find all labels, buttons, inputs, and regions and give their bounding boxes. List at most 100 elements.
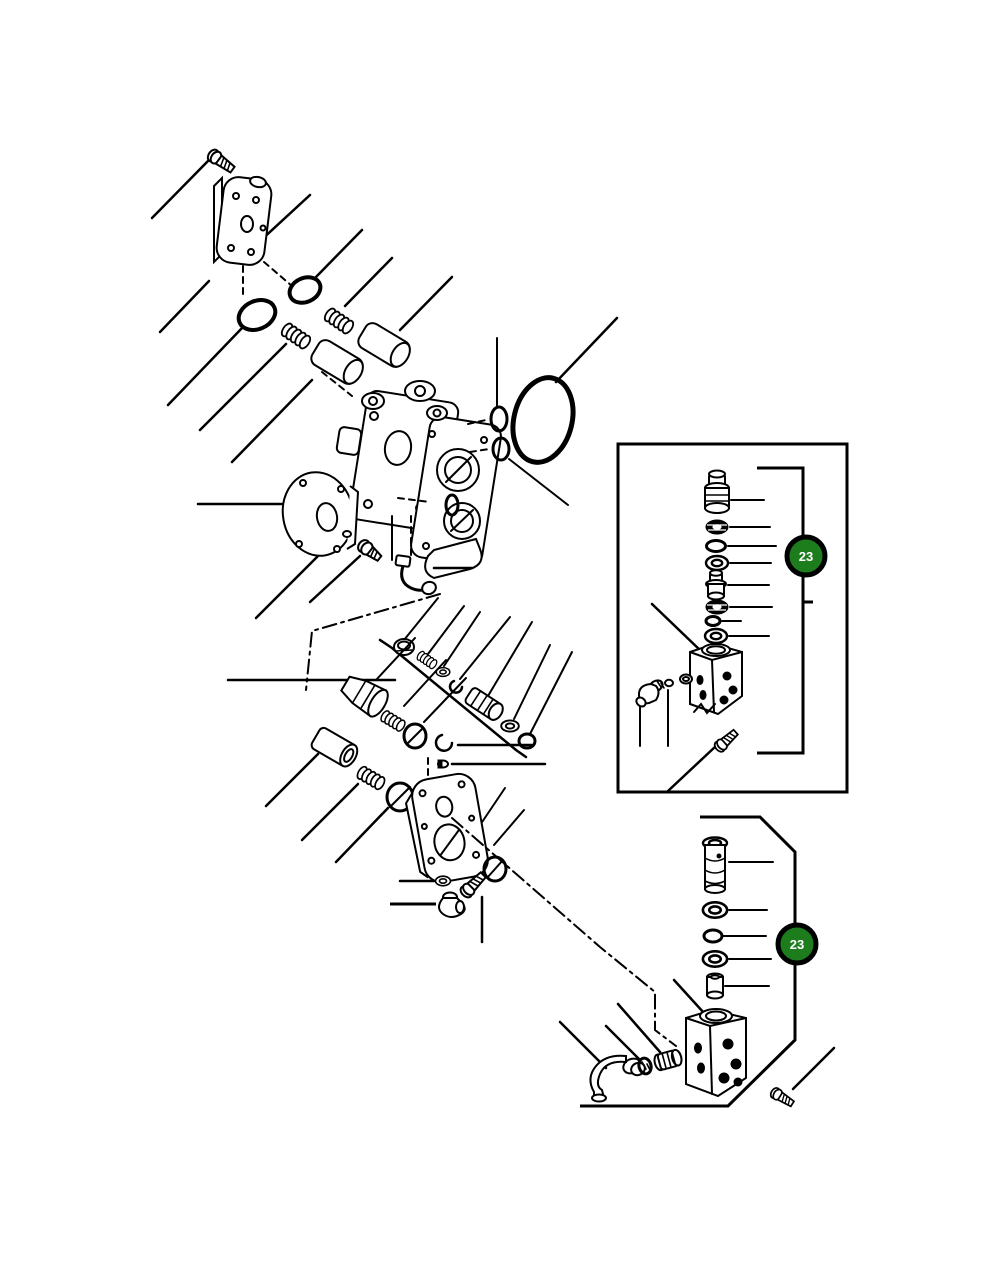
leader-line [487,621,533,697]
leader-line [166,325,245,407]
end-plate-cluster [390,757,677,1047]
alignment-dashes [469,448,490,453]
plug-icon [653,1048,683,1072]
middle-valve-row [226,593,573,759]
pump-housing-icon [335,380,502,580]
leader-line [554,316,619,384]
end-plate-icon [404,772,489,884]
leader-line [508,458,569,506]
ring-icon [704,615,722,627]
elbow-fitting-icon [635,679,665,708]
leader-line [604,1024,642,1062]
leader-line [343,256,394,308]
leader-line [375,637,416,681]
leader-line [616,1002,662,1054]
spool-icon [464,687,504,721]
port-o-ring-icon [489,405,509,433]
leader-line [558,1020,608,1070]
orifice-plug-icon [664,678,674,688]
end-cover-icon [213,175,273,266]
relief-valve-inset-box: 23 [616,442,849,794]
o-ring-icon [637,1056,653,1076]
leader-line [403,659,447,707]
leader-line [427,605,465,655]
washer-icon [434,875,452,887]
round-cover-cluster [196,471,474,620]
washer-icon [704,554,730,572]
leader-line [459,616,511,680]
locknut-icon [705,519,729,535]
spring-icon [415,649,439,671]
leader-lines [721,499,777,637]
leader-line [230,378,314,464]
piston-plug-icon [310,339,364,385]
alignment-dashes [321,371,353,397]
valve-spool-cone-icon [340,675,389,718]
spring-icon [354,764,388,792]
valve-spring-icon [378,708,408,734]
pin-icon [437,759,449,769]
leader-line [158,279,211,334]
bushing-icon [706,972,724,1000]
screw-icon [711,726,741,755]
o-ring-icon [702,928,724,944]
leader-line [493,809,525,846]
elbow-fitting-icon [589,1054,651,1103]
elbow-fitting-icon [438,891,466,918]
inset-border [616,442,849,794]
round-cover-icon [281,471,360,557]
chain-line [451,817,677,1047]
valve-plug-icon [310,726,359,768]
leader-lines [723,861,774,987]
chain-line [305,593,441,691]
pin-icon [342,530,352,538]
washer-icon [705,599,729,615]
badge-label: 23 [799,549,813,564]
top-cover-cluster [150,146,454,464]
washer-icon [500,719,520,733]
valve-poppet-icon [705,569,727,601]
washer-icon [703,627,729,645]
leader-line [398,275,454,332]
port-o-ring-icon [491,436,511,462]
leader-line [300,782,360,842]
leader-line [672,978,706,1015]
part-callout-badge[interactable]: 23 [784,534,828,578]
leader-line [150,159,210,220]
lower-valve-assembly: 23 [558,815,836,1110]
o-ring-icon [705,539,727,553]
leader-line [308,554,362,604]
leader-line [264,752,320,808]
leader-line [513,644,551,720]
leader-line [443,611,481,667]
pump-housing-cluster [335,316,619,580]
o-ring-icon [482,855,508,883]
screw-icon [768,1085,797,1110]
leader-line [334,806,390,864]
piston-plug-icon [357,322,411,368]
o-ring-icon [287,275,323,305]
retainer-clip-icon [434,733,454,752]
leader-line [791,1046,836,1091]
cover-o-ring-icon [444,493,460,517]
valve-o-ring-icon [402,722,428,750]
o-ring-icon [517,732,537,750]
leader-line [423,677,467,723]
o-ring-icon [236,298,278,332]
alignment-dashes [467,419,487,425]
leader-line [198,342,288,432]
relief-cartridge-plug-icon [704,469,730,514]
spring-icon [321,305,357,337]
leader-line [313,228,364,280]
badge-label: 23 [790,937,804,952]
alignment-dashes [263,261,293,287]
leader-lines [639,689,669,747]
part-callout-badge[interactable]: 23 [775,922,819,966]
bracket-line [757,466,813,755]
middle-left-parts [264,637,547,864]
leader-line [529,651,573,735]
valve-body-icon [685,1008,747,1098]
plug-screw-icon [357,539,383,563]
